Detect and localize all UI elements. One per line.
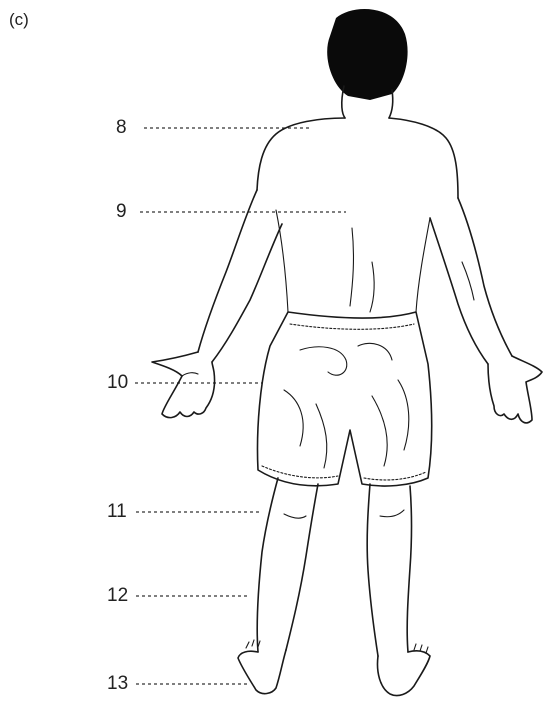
- callout-number: 9: [116, 201, 127, 223]
- callout-number: 8: [116, 117, 127, 139]
- callout-number: 13: [107, 673, 128, 695]
- callout-8: 8: [0, 117, 320, 139]
- right-leg: [367, 484, 430, 696]
- callout-10: 10: [0, 372, 320, 394]
- callout-number: 11: [107, 501, 127, 523]
- callout-9: 9: [0, 201, 320, 223]
- callout-11: 11: [0, 501, 320, 523]
- callout-12: 12: [0, 585, 320, 607]
- head: [327, 9, 407, 118]
- shorts: [258, 312, 432, 486]
- right-arm: [430, 198, 542, 423]
- callout-number: 12: [107, 585, 128, 607]
- callout-number: 10: [107, 372, 128, 394]
- callout-13: 13: [0, 673, 320, 695]
